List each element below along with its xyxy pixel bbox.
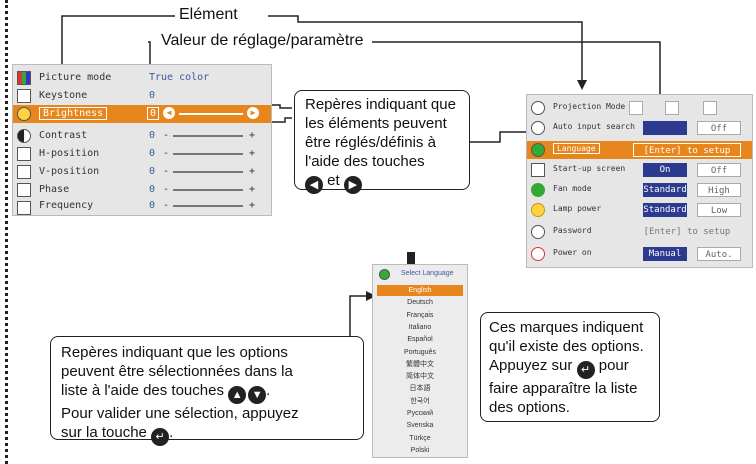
margin-dotted-line — [5, 0, 8, 464]
left-arrow-key-icon: ◀ — [305, 176, 323, 194]
menu-row-brightness[interactable]: Brightness 0 ◀ ▶ — [13, 105, 271, 123]
left-arrow-mark: ◀ — [163, 107, 175, 119]
right-menu-panel: Projection Mode Auto input search Off La… — [526, 94, 753, 268]
password-icon — [531, 225, 545, 239]
callout-options: Ces marques indiquent qu'il existe des o… — [480, 312, 660, 422]
contrast-bar — [173, 135, 243, 137]
right-arrow-mark: ▶ — [247, 107, 259, 119]
projection-mode-icon — [531, 101, 545, 115]
start-up-screen-icon — [531, 163, 545, 177]
language-option[interactable]: Português — [404, 348, 436, 356]
lamp-icon — [531, 203, 545, 217]
callout-adjust: Repères indiquant que les éléments peuve… — [294, 90, 470, 194]
v-position-bar — [173, 171, 243, 173]
frequency-icon — [17, 201, 31, 215]
brightness-bar — [179, 113, 243, 115]
keystone-icon — [17, 89, 31, 103]
up-arrow-key-icon: ▲ — [228, 386, 247, 404]
right-arrow-key-icon: ▶ — [343, 176, 362, 194]
language-option[interactable]: Español — [407, 336, 433, 344]
menu-row[interactable]: Contrast 0 - + — [13, 127, 271, 145]
language-menu-title: Select Language — [401, 270, 454, 277]
value-label: Valeur de réglage/paramètre — [158, 32, 367, 50]
language-icon — [531, 143, 545, 157]
language-option[interactable]: English — [377, 285, 463, 296]
language-option[interactable]: 日本語 — [409, 385, 431, 393]
auto-input-search-icon — [531, 121, 545, 135]
language-option[interactable]: Polski — [410, 446, 430, 454]
v-position-icon — [17, 165, 31, 179]
left-menu-panel: Picture mode True color Keystone 0 Brigh… — [12, 64, 272, 216]
phase-bar — [173, 189, 243, 191]
frequency-bar — [173, 205, 243, 207]
picture-mode-icon — [17, 71, 31, 85]
menu-row[interactable]: H-position 0 - + — [13, 145, 271, 163]
language-option[interactable]: 한국어 — [410, 397, 430, 405]
phase-icon — [17, 183, 31, 197]
power-icon — [531, 247, 545, 261]
element-label: Elément — [176, 6, 241, 24]
menu-row[interactable]: Lamp power Standard Low — [527, 201, 752, 219]
menu-row[interactable]: Power on Manual Auto. — [527, 245, 752, 263]
enter-key-icon: ↵ — [151, 428, 170, 446]
menu-row[interactable]: Picture mode True color — [13, 69, 271, 87]
enter-key-icon: ↵ — [576, 361, 595, 379]
menu-row[interactable]: Projection Mode — [527, 99, 752, 117]
language-option[interactable]: Deutsch — [407, 299, 433, 307]
fan-icon — [531, 183, 545, 197]
callout-select: Repères indiquant que les options peuven… — [50, 336, 364, 446]
menu-row-language[interactable]: Language [Enter] to setup — [527, 141, 752, 159]
down-arrow-key-icon: ▼ — [248, 386, 267, 404]
language-option[interactable]: Italiano — [408, 323, 432, 331]
language-option[interactable]: Русский — [407, 410, 433, 417]
language-icon — [379, 269, 390, 280]
language-option[interactable]: Svenska — [406, 422, 434, 430]
menu-row[interactable]: Start-up screen On Off — [527, 161, 752, 179]
h-position-icon — [17, 147, 31, 161]
language-option[interactable]: 繁體中文 — [406, 360, 434, 368]
menu-row[interactable]: Keystone 0 — [13, 87, 271, 105]
menu-row[interactable]: Auto input search Off — [527, 119, 752, 137]
brightness-icon — [17, 107, 31, 121]
language-option[interactable]: Français — [406, 311, 434, 319]
menu-row[interactable]: Password [Enter] to setup — [527, 223, 752, 241]
contrast-icon — [17, 129, 31, 143]
menu-row[interactable]: Frequency 0 - + — [13, 199, 271, 215]
menu-row[interactable]: Phase 0 - + — [13, 181, 271, 199]
language-option[interactable]: Türkçe — [409, 434, 431, 442]
h-position-bar — [173, 153, 243, 155]
menu-row[interactable]: V-position 0 - + — [13, 163, 271, 181]
menu-row[interactable]: Fan mode Standard High — [527, 181, 752, 199]
language-option[interactable]: 简体中文 — [406, 373, 434, 381]
